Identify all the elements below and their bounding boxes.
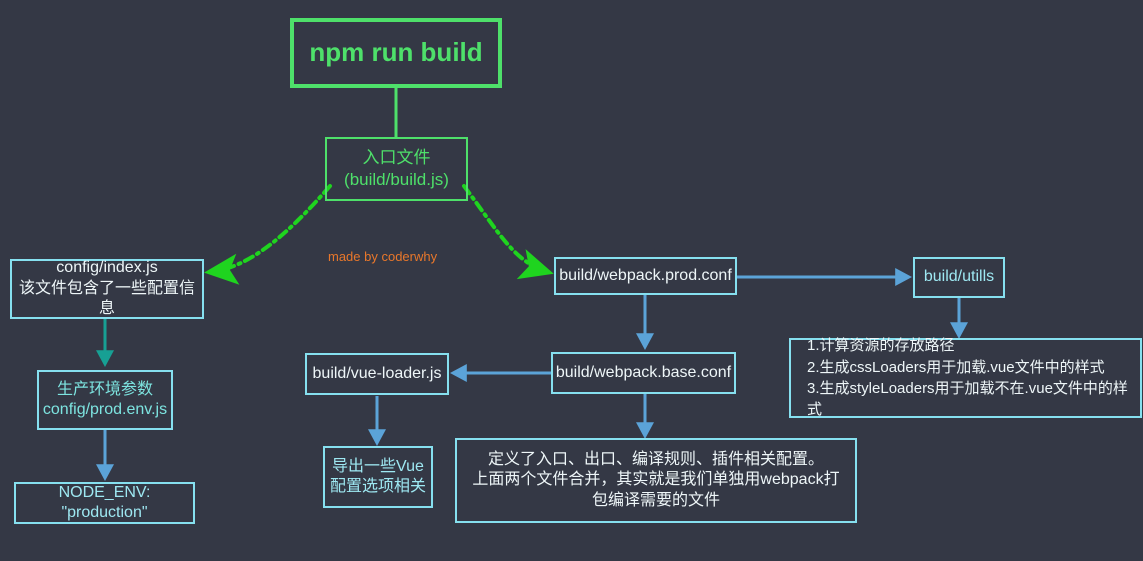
node-utills-notes-label: 1.计算资源的存放路径 2.生成cssLoaders用于加载.vue文件中的样式… bbox=[807, 337, 1128, 419]
node-vue-loader-notes-label: 导出一些Vue 配置选项相关 bbox=[329, 457, 426, 495]
node-webpack-prod-conf[interactable]: build/webpack.prod.conf bbox=[554, 257, 737, 295]
node-config-index[interactable]: config/index.js 该文件包含了一些配置信息 bbox=[10, 259, 204, 319]
node-webpack-base-conf[interactable]: build/webpack.base.conf bbox=[551, 352, 736, 394]
node-node-env[interactable]: NODE_ENV: "production" bbox=[14, 482, 195, 524]
node-config-index-label: config/index.js 该文件包含了一些配置信息 bbox=[18, 259, 195, 318]
node-npm-run-build[interactable]: npm run build bbox=[290, 18, 502, 88]
node-base-notes[interactable]: 定义了入口、出口、编译规则、插件相关配置。 上面两个文件合并，其实就是我们单独用… bbox=[455, 438, 857, 523]
node-entry-file-label: 入口文件 (build/build.js) bbox=[344, 148, 449, 189]
node-utills-notes[interactable]: 1.计算资源的存放路径 2.生成cssLoaders用于加载.vue文件中的样式… bbox=[789, 337, 1142, 419]
node-npm-run-build-label: npm run build bbox=[309, 37, 483, 68]
node-vue-loader-notes[interactable]: 导出一些Vue 配置选项相关 bbox=[323, 446, 433, 508]
node-base-notes-label: 定义了入口、出口、编译规则、插件相关配置。 上面两个文件合并，其实就是我们单独用… bbox=[472, 450, 840, 509]
watermark-credit: made by coderwhy bbox=[328, 249, 438, 264]
edge-entry-to-prodconf bbox=[462, 184, 554, 280]
node-prod-env-label: 生产环境参数 config/prod.env.js bbox=[42, 380, 168, 418]
node-build-utills[interactable]: build/utills bbox=[913, 257, 1005, 298]
node-build-utills-label: build/utills bbox=[923, 268, 995, 286]
node-webpack-prod-conf-label: build/webpack.prod.conf bbox=[559, 266, 732, 284]
node-entry-file[interactable]: 入口文件 (build/build.js) bbox=[325, 137, 468, 201]
node-vue-loader-label: build/vue-loader.js bbox=[312, 364, 442, 382]
edge-entry-to-config bbox=[204, 184, 332, 285]
node-vue-loader[interactable]: build/vue-loader.js bbox=[305, 353, 449, 395]
node-webpack-base-conf-label: build/webpack.base.conf bbox=[555, 363, 732, 381]
node-node-env-label: NODE_ENV: "production" bbox=[58, 483, 151, 521]
node-prod-env[interactable]: 生产环境参数 config/prod.env.js bbox=[37, 370, 173, 430]
